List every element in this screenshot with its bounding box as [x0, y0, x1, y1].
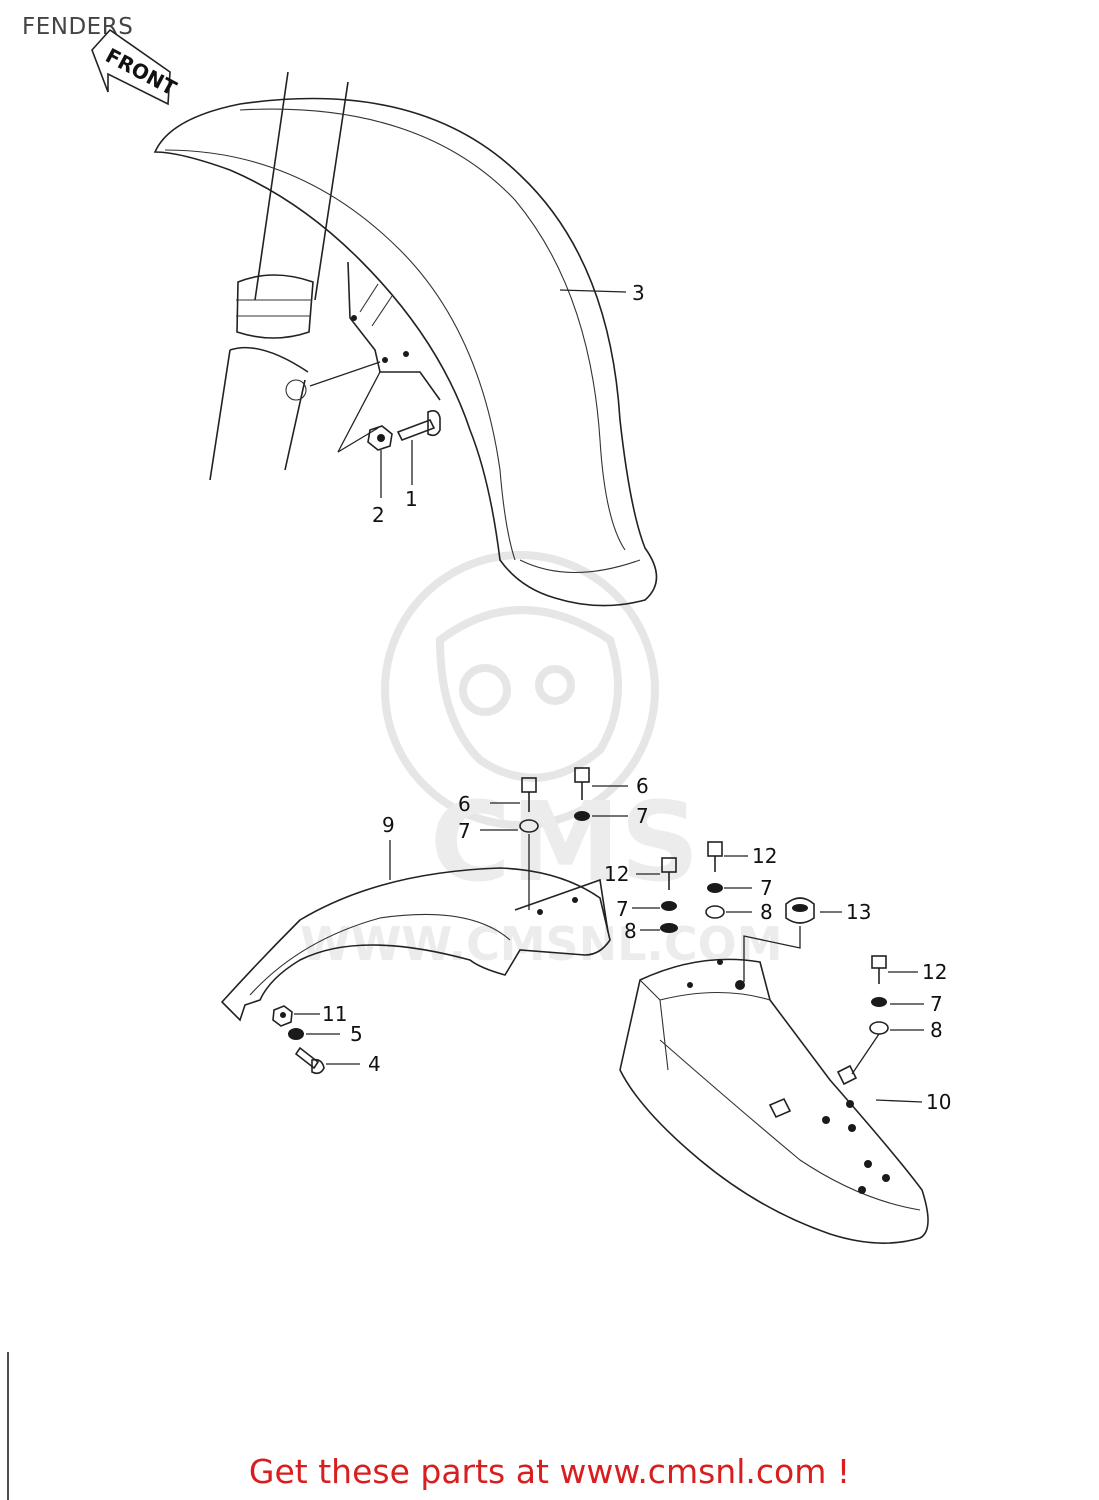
watermark-url: WWW.CMSNL.COM [300, 917, 783, 971]
rear-bolt-12c [871, 955, 918, 984]
callout-6a: 6 [458, 792, 471, 816]
callout-13: 13 [846, 900, 871, 924]
callout-12a: 12 [604, 862, 629, 886]
watermark-brand: CMS [430, 778, 699, 906]
rear-washer-8a [640, 923, 678, 933]
rear-bolt-12a [636, 857, 677, 890]
footer-link-text[interactable]: Get these parts at www.cmsnl.com ! [248, 1452, 851, 1491]
rear-washer-7e [871, 997, 924, 1007]
front-fender [153, 97, 658, 607]
callout-12c: 12 [922, 960, 947, 984]
callout-5: 5 [350, 1022, 363, 1046]
callout-1: 1 [405, 487, 418, 511]
callout-2: 2 [372, 503, 385, 527]
callout-6b: 6 [636, 774, 649, 798]
rear-washer-7a [480, 819, 539, 910]
rear-nut-11 [272, 1005, 320, 1027]
rear-bolt-4 [294, 1046, 360, 1075]
callout-10: 10 [926, 1090, 951, 1114]
rear-washer-8b [705, 905, 752, 919]
callout-7e: 7 [930, 992, 943, 1016]
front-bolt [396, 410, 441, 485]
rear-washer-7b [574, 811, 628, 821]
page-title: FENDERS [22, 14, 134, 40]
grommet [743, 897, 842, 982]
callout-8c: 8 [930, 1018, 943, 1042]
callout-7c: 7 [616, 897, 629, 921]
rear-washer-5 [288, 1028, 340, 1040]
callout-9: 9 [382, 813, 395, 837]
rear-bolt-6b [574, 767, 628, 800]
callout-8a: 8 [624, 919, 637, 943]
callout-11: 11 [322, 1002, 347, 1026]
rear-washer-7d [707, 883, 752, 893]
front-nut [367, 425, 393, 498]
watermark: CMS WWW.CMSNL.COM [300, 551, 783, 971]
callout-8b: 8 [760, 900, 773, 924]
callout-labels: 1 2 3 4 5 6 6 7 7 7 7 7 8 8 8 9 10 11 12… [322, 281, 951, 1114]
rear-washer-8c [851, 1021, 924, 1075]
callout-7b: 7 [636, 804, 649, 828]
callout-7d: 7 [760, 876, 773, 900]
rear-inner-fender [220, 840, 611, 1022]
rear-fender [619, 958, 929, 1244]
rear-bolt-12b [707, 841, 748, 872]
callout-4: 4 [368, 1052, 381, 1076]
rear-bolt-6a [490, 777, 537, 812]
callout-3: 3 [632, 281, 645, 305]
callout-7a: 7 [458, 819, 471, 843]
callout-12b: 12 [752, 844, 777, 868]
rear-washer-7c [632, 901, 677, 911]
front-arrow-icon: FRONT [91, 28, 181, 106]
front-fork [209, 71, 349, 481]
